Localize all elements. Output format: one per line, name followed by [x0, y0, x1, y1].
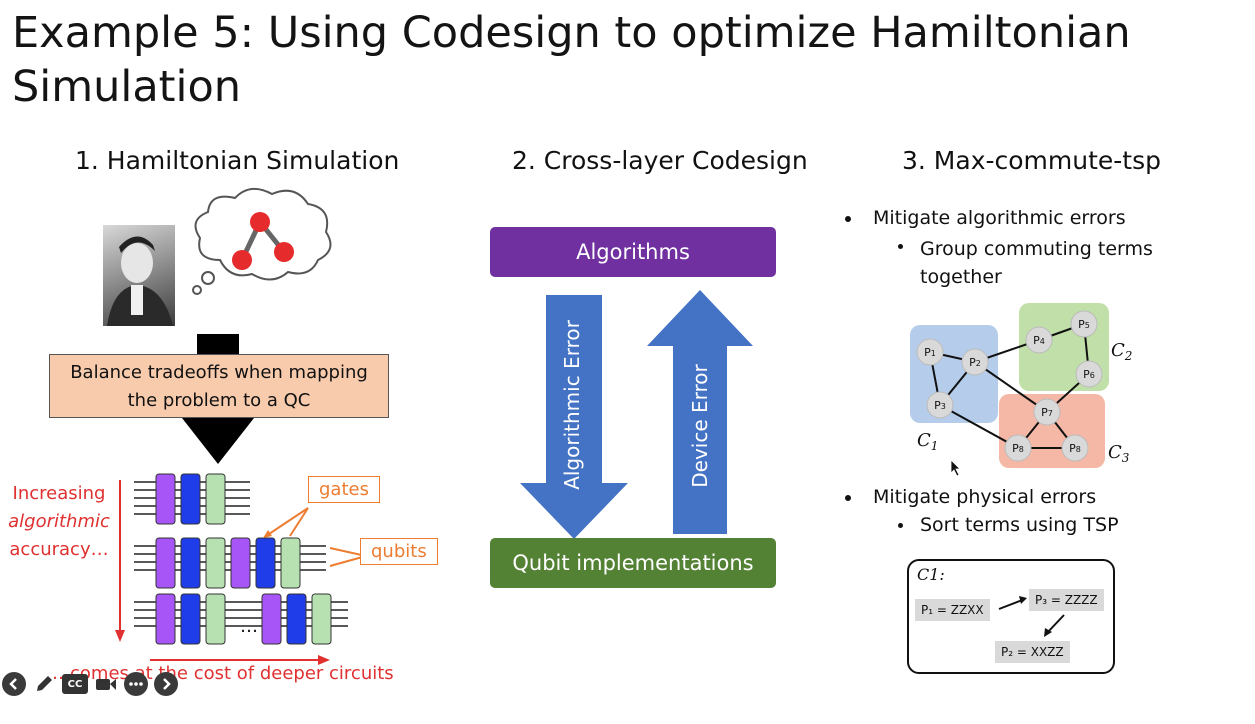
- sub-bullet-tsp: Sort terms using TSP: [920, 514, 1119, 536]
- circuit-row-1: [134, 473, 250, 525]
- sub-bullet-line2: together: [920, 266, 1002, 288]
- bullet-dot: [845, 216, 851, 222]
- graph-node-p8a: P8: [1012, 442, 1024, 455]
- circuit-row-3: [134, 593, 348, 645]
- sub-bullet-line1: Group commuting terms: [920, 238, 1153, 260]
- tsp-term-2: P₃ = ZZZZ: [1029, 589, 1104, 611]
- more-icon[interactable]: [124, 672, 148, 696]
- algorithms-box: Algorithms: [490, 227, 776, 277]
- thought-cloud-icon: [192, 187, 332, 295]
- graph-node-p6: P6: [1083, 368, 1095, 381]
- mouse-cursor-icon: [950, 459, 961, 477]
- device-error-label: Device Error: [688, 364, 712, 488]
- playback-toolbar: CC: [2, 668, 178, 700]
- accuracy-text: accuracy…: [9, 539, 109, 560]
- graph-node-p2: P2: [969, 356, 981, 369]
- col3-heading: 3. Max-commute-tsp: [902, 146, 1161, 175]
- increasing-text: Increasing: [12, 483, 106, 504]
- graph-node-p5: P5: [1078, 318, 1090, 331]
- commutation-graph: P1 P2 P3 P4 P5 P6 P7 P8 P8 C1 C2 C3: [910, 303, 1132, 468]
- graph-node-p8b: P8: [1069, 442, 1081, 455]
- sub-bullet-dot-2: [898, 523, 903, 528]
- circuit-diagrams: [134, 473, 367, 645]
- tsp-term-3: P₂ = XXZZ: [995, 641, 1070, 663]
- gates-label: gates: [308, 476, 380, 503]
- qubit-implementations-box: Qubit implementations: [490, 538, 776, 588]
- bullet-dot-2: [845, 495, 851, 501]
- horizontal-red-arrow-icon: [150, 655, 330, 665]
- col1-heading: 1. Hamiltonian Simulation: [75, 146, 400, 175]
- graph-node-p1: P1: [924, 346, 936, 359]
- graph-node-p3: P3: [934, 399, 946, 412]
- cc-icon[interactable]: CC: [62, 674, 88, 694]
- algorithmic-error-label: Algorithmic Error: [560, 320, 584, 490]
- circuit-ellipsis: …: [240, 616, 258, 637]
- qubit-implementations-label: Qubit implementations: [512, 551, 754, 575]
- sub-bullet-group: Group commuting terms together: [920, 235, 1153, 291]
- down-arrow-head-icon: [182, 418, 254, 464]
- tsp-arrows-icon: [998, 596, 1065, 637]
- vertical-red-arrow-icon: [115, 480, 125, 642]
- balance-line1: Balance tradeoffs when mapping: [70, 362, 368, 383]
- device-error-arrow-icon: [647, 290, 753, 534]
- col2-heading: 2. Cross-layer Codesign: [512, 146, 808, 175]
- balance-line2: the problem to a QC: [127, 390, 311, 411]
- cluster-c3-label: C3: [1108, 442, 1130, 465]
- back-icon[interactable]: [2, 672, 26, 696]
- balance-tradeoffs-box: Balance tradeoffs when mapping the probl…: [49, 354, 389, 418]
- portrait-photo: [103, 225, 175, 326]
- graph-node-p7: P7: [1041, 406, 1053, 419]
- slide-title-line2: Simulation: [12, 62, 242, 112]
- forward-icon[interactable]: [154, 672, 178, 696]
- algorithmic-text: algorithmic: [8, 511, 110, 532]
- algorithms-label: Algorithms: [576, 240, 690, 264]
- sub-bullet-dot: [898, 244, 903, 249]
- slide-title-line1: Example 5: Using Codesign to optimize Ha…: [12, 8, 1131, 58]
- cluster-c2-label: C2: [1111, 340, 1132, 363]
- bullet-physical: Mitigate physical errors: [873, 486, 1097, 508]
- bullet-algorithmic: Mitigate algorithmic errors: [873, 207, 1126, 229]
- qubits-label: qubits: [360, 538, 438, 565]
- tsp-cluster-label: C1:: [917, 565, 945, 584]
- slide-title: Example 5: Using Codesign to optimize Ha…: [12, 6, 1131, 114]
- tsp-box: C1: P₁ = ZZXX P₃ = ZZZZ P₂ = XXZZ: [907, 559, 1115, 674]
- increasing-accuracy-label: Increasing algorithmic accuracy…: [4, 480, 114, 564]
- pen-icon[interactable]: [32, 672, 56, 696]
- algorithmic-error-arrow-icon: [520, 295, 628, 539]
- graph-node-p4: P4: [1033, 334, 1045, 347]
- camera-icon[interactable]: [94, 672, 118, 696]
- circuit-row-2: [134, 537, 326, 589]
- tsp-term-1: P₁ = ZZXX: [915, 599, 990, 621]
- cluster-c1-label: C1: [917, 430, 938, 453]
